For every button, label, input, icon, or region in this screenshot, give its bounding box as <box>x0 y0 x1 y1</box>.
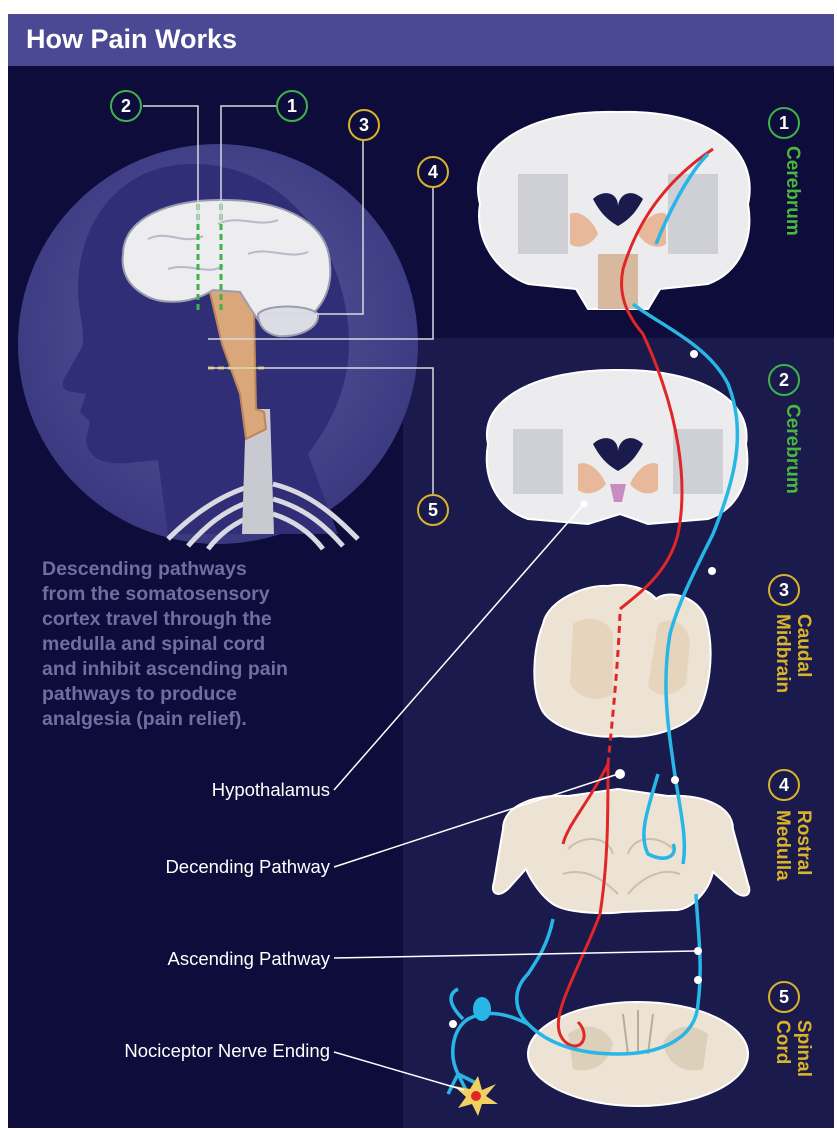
stage-label-5-line-2: Cord <box>772 1020 793 1077</box>
head-illustration <box>18 144 418 549</box>
cerebrum-section-2 <box>487 370 748 524</box>
dorsal-root-ganglion <box>473 997 491 1021</box>
description-line: and inhibit ascending pain <box>42 657 392 682</box>
stage-label-1: Cerebrum <box>782 146 803 236</box>
stage-badge-1: 1 <box>768 107 800 139</box>
description-line: pathways to produce <box>42 682 392 707</box>
description-line: cortex travel through the <box>42 607 392 632</box>
stage-label-1-line: Cerebrum <box>782 146 803 236</box>
stage-badge-2: 2 <box>768 364 800 396</box>
stage-label-5-line-1: Spinal <box>793 1020 814 1077</box>
stage-label-3-line-2: Midbrain <box>772 614 793 693</box>
description-line: medulla and spinal cord <box>42 632 392 657</box>
head-marker-5: 5 <box>417 494 449 526</box>
description-line: from the somatosensory <box>42 582 392 607</box>
stage-label-5: Spinal Cord <box>772 1020 814 1077</box>
stage-badge-5: 5 <box>768 981 800 1013</box>
stage-badge-3: 3 <box>768 574 800 606</box>
description-line: Descending pathways <box>42 557 392 582</box>
stage-label-3-line-1: Caudal <box>793 614 814 693</box>
nociceptor-label: Nociceptor Nerve Ending <box>38 1040 330 1062</box>
stage-label-2-line: Cerebrum <box>782 404 803 494</box>
description: Descending pathways from the somatosenso… <box>42 557 392 732</box>
stage-label-3: Caudal Midbrain <box>772 614 814 693</box>
ascending-pathway-label: Ascending Pathway <box>108 948 330 970</box>
head-marker-3: 3 <box>348 109 380 141</box>
stage-label-4-line-2: Medulla <box>772 810 793 881</box>
stage-label-4: Rostral Medulla <box>772 810 814 881</box>
cerebrum-section-1 <box>478 112 750 309</box>
head-marker-2: 2 <box>110 90 142 122</box>
description-line: analgesia (pain relief). <box>42 707 392 732</box>
rostral-medulla-section <box>493 789 749 913</box>
head-marker-4: 4 <box>417 156 449 188</box>
stage-badge-4: 4 <box>768 769 800 801</box>
stage-label-2: Cerebrum <box>782 404 803 494</box>
hypothalamus-label: Hypothalamus <box>168 779 330 801</box>
infographic-frame: How Pain Works <box>8 14 834 1128</box>
descending-pathway-label: Decending Pathway <box>108 856 330 878</box>
stage-label-4-line-1: Rostral <box>793 810 814 881</box>
hypothalamus-dot <box>581 501 588 508</box>
head-marker-1: 1 <box>276 90 308 122</box>
